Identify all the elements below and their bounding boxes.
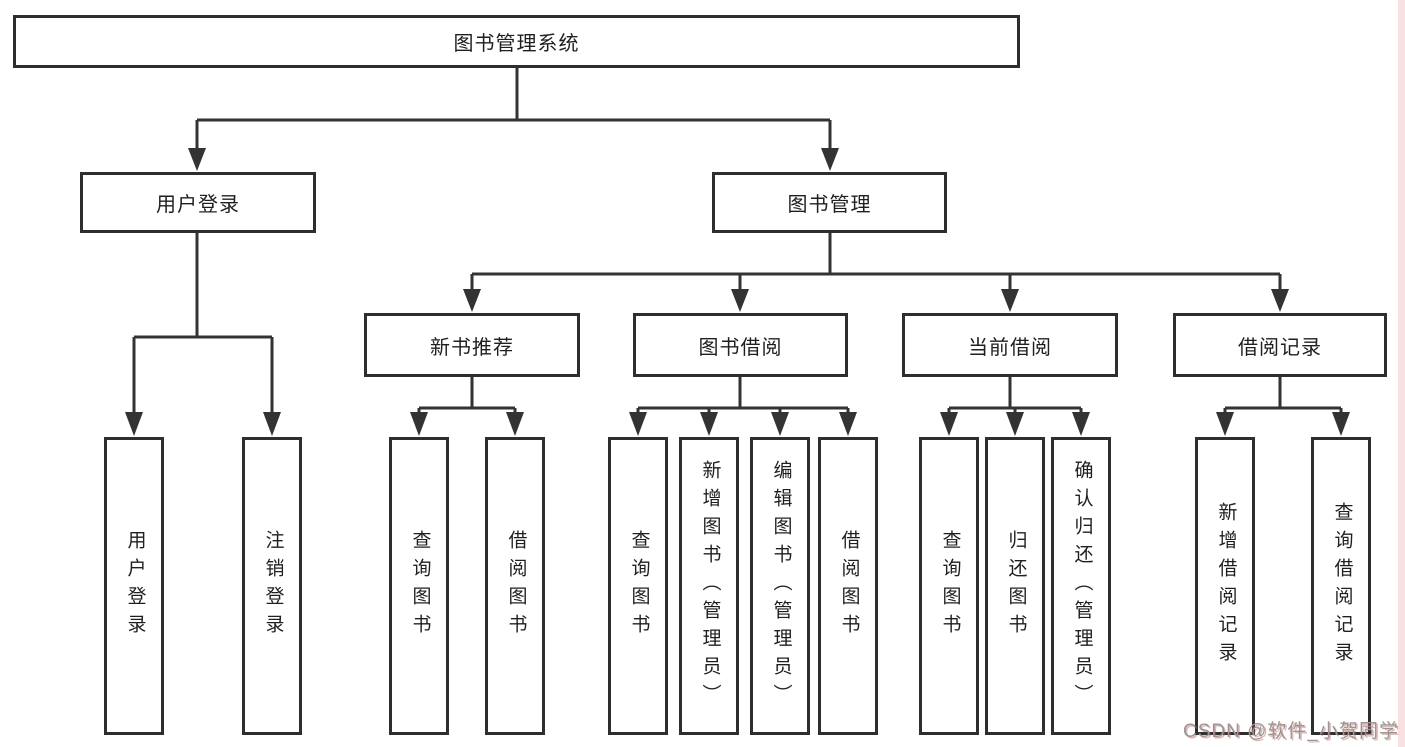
leaf-return-books-label: 归还图书 bbox=[1005, 530, 1027, 642]
node-new-book-recommend: 新书推荐 bbox=[364, 313, 580, 377]
leaf-logout: 注销登录 bbox=[242, 437, 302, 735]
node-book-borrow-label: 图书借阅 bbox=[698, 336, 783, 359]
leaf-query-books-current-label: 查询图书 bbox=[939, 530, 961, 642]
leaf-borrow-books-recommend-label: 借阅图书 bbox=[505, 530, 527, 642]
leaf-query-books-current: 查询图书 bbox=[919, 437, 979, 735]
node-root-label: 图书管理系统 bbox=[453, 33, 580, 55]
node-current-borrow: 当前借阅 bbox=[902, 313, 1118, 377]
leaf-add-borrow-record: 新增借阅记录 bbox=[1195, 437, 1255, 735]
node-borrow-records-label: 借阅记录 bbox=[1238, 336, 1322, 359]
node-book-borrow: 图书借阅 bbox=[633, 313, 848, 377]
leaf-edit-books-admin-label: 编辑图书（管理员） bbox=[770, 460, 792, 712]
leaf-user-login: 用户登录 bbox=[104, 437, 164, 735]
leaf-query-borrow-record: 查询借阅记录 bbox=[1311, 437, 1371, 735]
leaf-logout-label: 注销登录 bbox=[262, 530, 284, 642]
node-user-login: 用户登录 bbox=[80, 172, 316, 233]
node-book-management-label: 图书管理 bbox=[787, 194, 872, 216]
leaf-borrow-books-label: 借阅图书 bbox=[838, 530, 860, 642]
leaf-user-login-label: 用户登录 bbox=[124, 530, 146, 642]
leaf-confirm-return-admin: 确认归还（管理员） bbox=[1051, 437, 1111, 735]
node-root: 图书管理系统 bbox=[13, 15, 1020, 68]
leaf-return-books: 归还图书 bbox=[985, 437, 1045, 735]
node-borrow-records: 借阅记录 bbox=[1173, 313, 1387, 377]
leaf-query-books-borrow: 查询图书 bbox=[608, 437, 668, 735]
leaf-edit-books-admin: 编辑图书（管理员） bbox=[750, 437, 810, 735]
leaf-query-books-borrow-label: 查询图书 bbox=[628, 530, 650, 642]
leaf-query-books-recommend-label: 查询图书 bbox=[409, 530, 431, 642]
csdn-watermark: CSDN @软件_小贺同学 bbox=[1183, 721, 1399, 742]
leaf-query-borrow-record-label: 查询借阅记录 bbox=[1331, 502, 1353, 670]
node-new-book-recommend-label: 新书推荐 bbox=[430, 336, 514, 359]
leaf-borrow-books: 借阅图书 bbox=[818, 437, 878, 735]
leaf-borrow-books-recommend: 借阅图书 bbox=[485, 437, 545, 735]
leaf-query-books-recommend: 查询图书 bbox=[389, 437, 449, 735]
leaf-add-books-admin: 新增图书（管理员） bbox=[679, 437, 739, 735]
node-current-borrow-label: 当前借阅 bbox=[968, 336, 1052, 359]
leaf-confirm-return-admin-label: 确认归还（管理员） bbox=[1071, 460, 1093, 712]
right-edge-strip bbox=[1398, 0, 1405, 747]
node-user-login-label: 用户登录 bbox=[156, 194, 240, 216]
leaf-add-books-admin-label: 新增图书（管理员） bbox=[699, 460, 721, 712]
leaf-add-borrow-record-label: 新增借阅记录 bbox=[1215, 502, 1237, 670]
node-book-management: 图书管理 bbox=[712, 172, 947, 233]
